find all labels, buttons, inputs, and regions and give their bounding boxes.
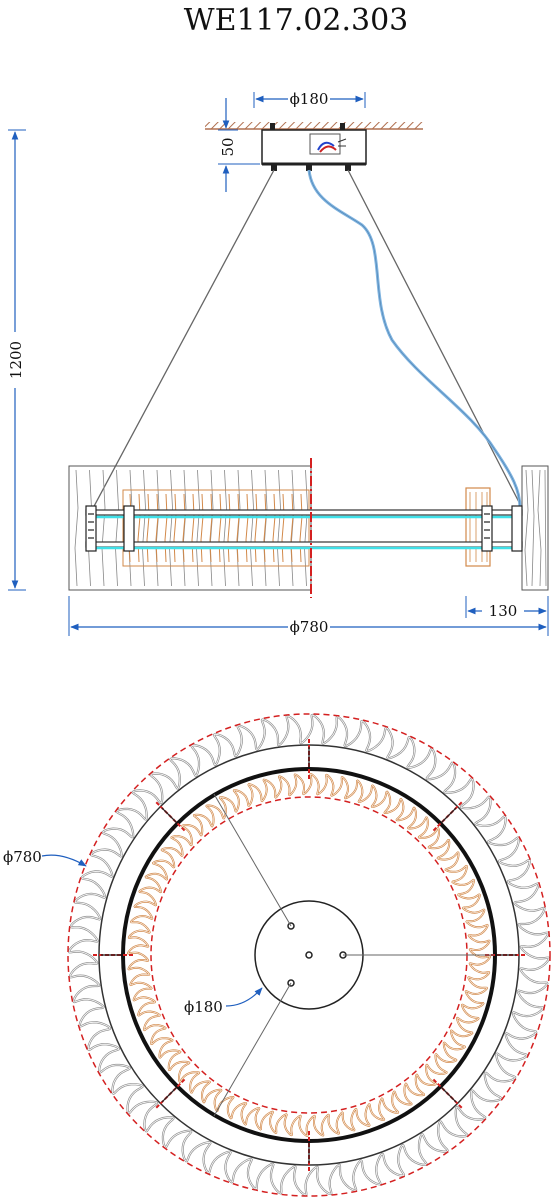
dim-ring-diameter: ϕ780 [68, 596, 547, 636]
crystal-panel-right [521, 465, 549, 591]
inner-crystal-strip [137, 493, 141, 563]
ring-frame-bottom [85, 541, 523, 548]
ring-frame-top [85, 509, 523, 516]
inner-crystal-strip [155, 493, 159, 563]
frame-brackets [91, 737, 527, 1173]
top-view: ϕ780 ϕ180 [3, 713, 551, 1197]
inner-crystal-strip [209, 493, 213, 563]
power-cable [307, 169, 522, 509]
dim-total-height-label: 1200 [7, 341, 25, 379]
dim-canopy-diameter-top: ϕ180 [184, 987, 263, 1016]
crystal-strip [115, 469, 119, 587]
inner-crystal-strip [272, 493, 276, 563]
dim-canopy-diameter: ϕ180 [253, 90, 366, 108]
inner-crystal-strip [281, 493, 285, 563]
bracket-right [481, 505, 523, 552]
crystal-strip [223, 469, 227, 587]
canopy-hook-right [345, 164, 351, 171]
inner-crystal-strip [290, 493, 294, 563]
dim-total-height: 1200 [7, 129, 26, 591]
canopy-hook-left [271, 164, 277, 171]
inner-crystal-strip [182, 493, 186, 563]
crystal-strip [74, 469, 79, 587]
inner-crystals-left [122, 489, 310, 567]
inner-crystal-strip [191, 493, 195, 563]
inner-crystal-strip [146, 493, 150, 563]
ceiling-hatch [205, 122, 423, 129]
crystal-strip [142, 469, 146, 587]
crystal-strip [196, 469, 200, 587]
dim-canopy-height: 50 [218, 98, 260, 192]
bracket-spoke-core [441, 1087, 457, 1103]
crystal-strip [250, 469, 254, 587]
suspension-wire-right [347, 169, 523, 509]
crystal-wave [68, 714, 550, 1196]
suspension-wire-left [91, 169, 275, 511]
dim-ring-depth-label: 130 [489, 602, 518, 620]
dim-outer-diameter-top: ϕ780 [3, 848, 87, 867]
inner-crystal-strip [263, 493, 267, 563]
canopy-screw-left [270, 123, 275, 130]
inner-crystal-ring [126, 772, 492, 1138]
inner-crystal-strip [245, 493, 249, 563]
inner-crystal-strip [200, 493, 204, 563]
crystal-strip [304, 469, 308, 587]
side-view: ϕ180 50 1200 130 [7, 90, 549, 636]
inner-crystal-strip [236, 493, 240, 563]
bracket-spoke-core [161, 1087, 177, 1103]
inner-crystal-strip [227, 493, 231, 563]
canopy [261, 129, 367, 165]
dim-ring-diameter-label: ϕ780 [290, 618, 329, 636]
dim-canopy-diameter-top-label: ϕ180 [184, 998, 223, 1016]
crystal-strip [101, 469, 106, 587]
inner-crystal-strip [164, 493, 168, 563]
inner-crystal-strip [218, 493, 222, 563]
bracket-spoke-core [441, 807, 457, 823]
wire-top [213, 793, 292, 927]
model-title: WE117.02.303 [184, 3, 409, 38]
bracket-left [85, 505, 135, 552]
inner-crystal-strip [173, 493, 177, 563]
outer-crystal-ring [67, 713, 551, 1197]
canopy-hook-mid [306, 164, 312, 171]
dim-canopy-diameter-label: ϕ180 [290, 90, 329, 108]
bracket-spoke-core [161, 807, 177, 823]
inner-crystal-frame [122, 489, 310, 567]
canopy-screw-right [340, 123, 345, 130]
crystal-strip [169, 469, 173, 587]
dim-canopy-height-label: 50 [219, 137, 237, 156]
canopy-hole-2 [305, 951, 313, 959]
outer-boundary-dashed [67, 713, 551, 1197]
dim-outer-diameter-top-label: ϕ780 [3, 848, 42, 866]
inner-crystal-strip [254, 493, 258, 563]
crystal-strip [277, 469, 281, 587]
crystal-wave [127, 773, 491, 1137]
wire-bottom [213, 982, 292, 1117]
terminal-block-icon [309, 133, 347, 155]
inner-crystal-strip [299, 493, 303, 563]
dim-ring-depth: 130 [465, 596, 549, 636]
